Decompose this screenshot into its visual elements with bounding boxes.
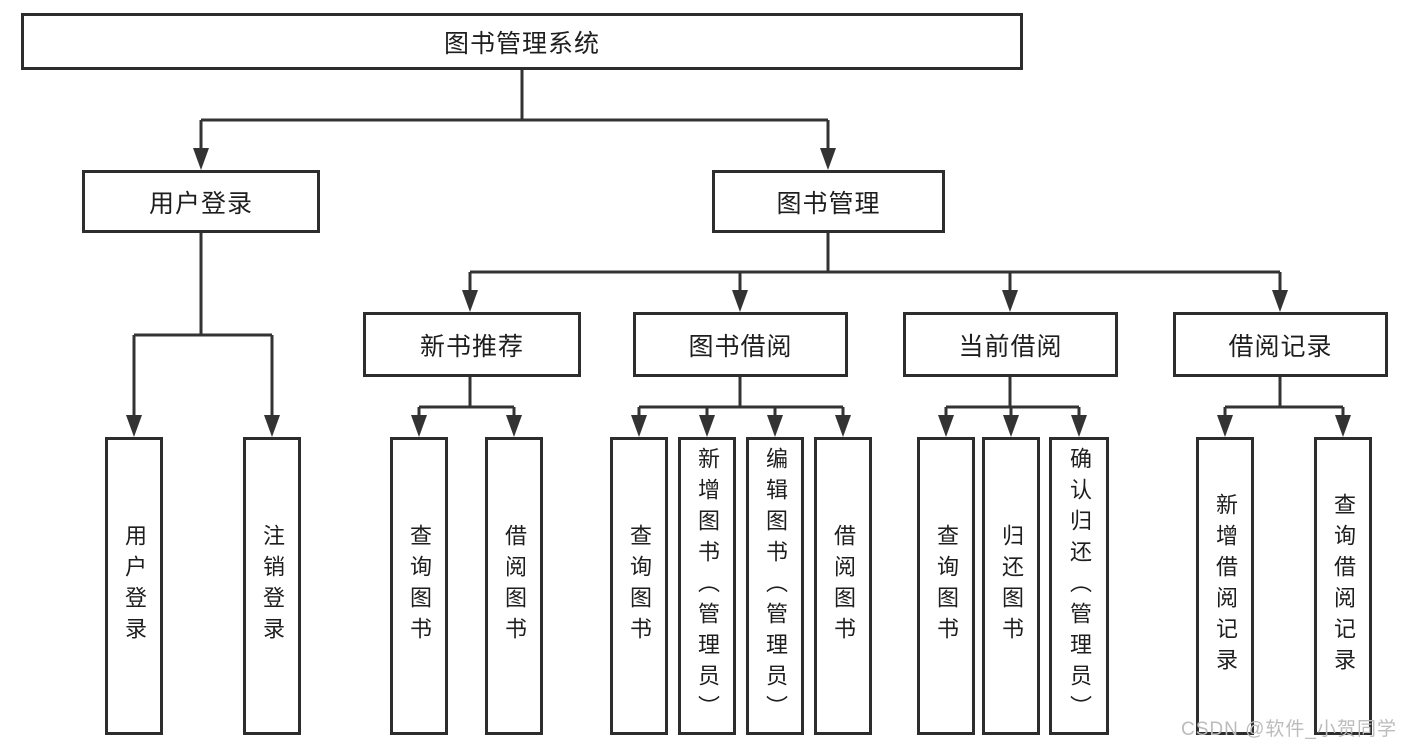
leaf-add-book-admin-label: 新增图书（管理员）: [695, 446, 720, 726]
connector-book-mgmt-branch: [468, 233, 1282, 296]
csdn-watermark: CSDN @软件_小贺同学: [1181, 719, 1397, 740]
leaf-borrow-books-recommend: 借阅图书: [485, 437, 543, 735]
connector-current-branch: [944, 377, 1081, 421]
connector-recommend-branch: [417, 377, 516, 421]
node-current-borrowing: 当前借阅: [903, 312, 1118, 377]
leaf-query-books-borrowing: 查询图书: [610, 437, 668, 735]
node-borrow-records: 借阅记录: [1173, 312, 1388, 377]
leaf-query-borrow-record: 查询借阅记录: [1314, 437, 1372, 735]
connector-borrowing-branch: [637, 377, 845, 421]
leaf-query-borrow-record-label: 查询借阅记录: [1331, 493, 1356, 679]
node-new-book-recommend: 新书推荐: [363, 312, 581, 377]
leaf-logout: 注销登录: [243, 437, 301, 735]
node-library-system-label: 图书管理系统: [443, 29, 600, 58]
node-new-book-recommend-label: 新书推荐: [419, 332, 524, 361]
node-user-login: 用户登录: [82, 170, 320, 233]
leaf-user-login: 用户登录: [105, 437, 163, 735]
node-book-borrowing: 图书借阅: [633, 312, 848, 377]
node-current-borrowing-label: 当前借阅: [958, 332, 1063, 361]
leaf-query-books-current-label: 查询图书: [934, 524, 959, 648]
leaf-query-books-recommend-label: 查询图书: [407, 524, 432, 648]
leaf-edit-book-admin-label: 编辑图书（管理员）: [763, 446, 788, 726]
node-library-system: 图书管理系统: [21, 13, 1023, 70]
leaf-confirm-return-admin: 确认归还（管理员）: [1049, 437, 1109, 735]
leaf-borrow-books-borrowing-label: 借阅图书: [831, 524, 856, 648]
connector-root-to-level2: [199, 69, 830, 152]
leaf-borrow-books-recommend-label: 借阅图书: [502, 524, 527, 648]
leaf-query-books-borrowing-label: 查询图书: [627, 524, 652, 648]
leaf-query-books-recommend: 查询图书: [390, 437, 448, 735]
leaf-return-book-label: 归还图书: [999, 524, 1024, 648]
node-book-borrowing-label: 图书借阅: [688, 332, 793, 361]
leaf-add-borrow-record-label: 新增借阅记录: [1213, 493, 1238, 679]
node-book-management-label: 图书管理: [776, 189, 881, 218]
leaf-borrow-books-borrowing: 借阅图书: [814, 437, 872, 735]
leaf-query-books-current: 查询图书: [917, 437, 975, 735]
leaf-edit-book-admin: 编辑图书（管理员）: [746, 437, 804, 735]
connector-user-login-branch: [132, 233, 274, 421]
connector-records-branch: [1223, 377, 1345, 421]
node-user-login-label: 用户登录: [148, 189, 253, 218]
leaf-logout-label: 注销登录: [260, 524, 285, 648]
leaf-add-borrow-record: 新增借阅记录: [1196, 437, 1254, 735]
node-borrow-records-label: 借阅记录: [1228, 332, 1333, 361]
leaf-add-book-admin: 新增图书（管理员）: [678, 437, 736, 735]
leaf-user-login-label: 用户登录: [122, 524, 147, 648]
node-book-management: 图书管理: [712, 170, 945, 233]
leaf-confirm-return-admin-label: 确认归还（管理员）: [1067, 446, 1092, 726]
leaf-return-book: 归还图书: [982, 437, 1040, 735]
